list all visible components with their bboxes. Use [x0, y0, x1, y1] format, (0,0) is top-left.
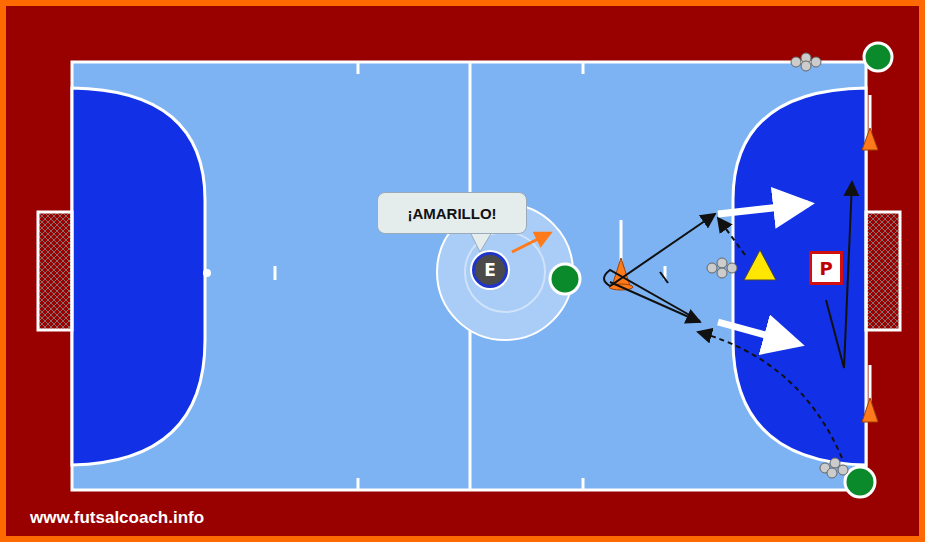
goalkeeper-square: P [809, 251, 843, 285]
watermark: www.futsalcoach.info [30, 508, 204, 528]
node-text: ¡AMARILLO! [407, 205, 496, 222]
player-circle: E [472, 252, 508, 288]
node-text: E [484, 260, 496, 280]
speech-bubble: ¡AMARILLO! [377, 192, 527, 234]
node-text: P [819, 258, 832, 279]
